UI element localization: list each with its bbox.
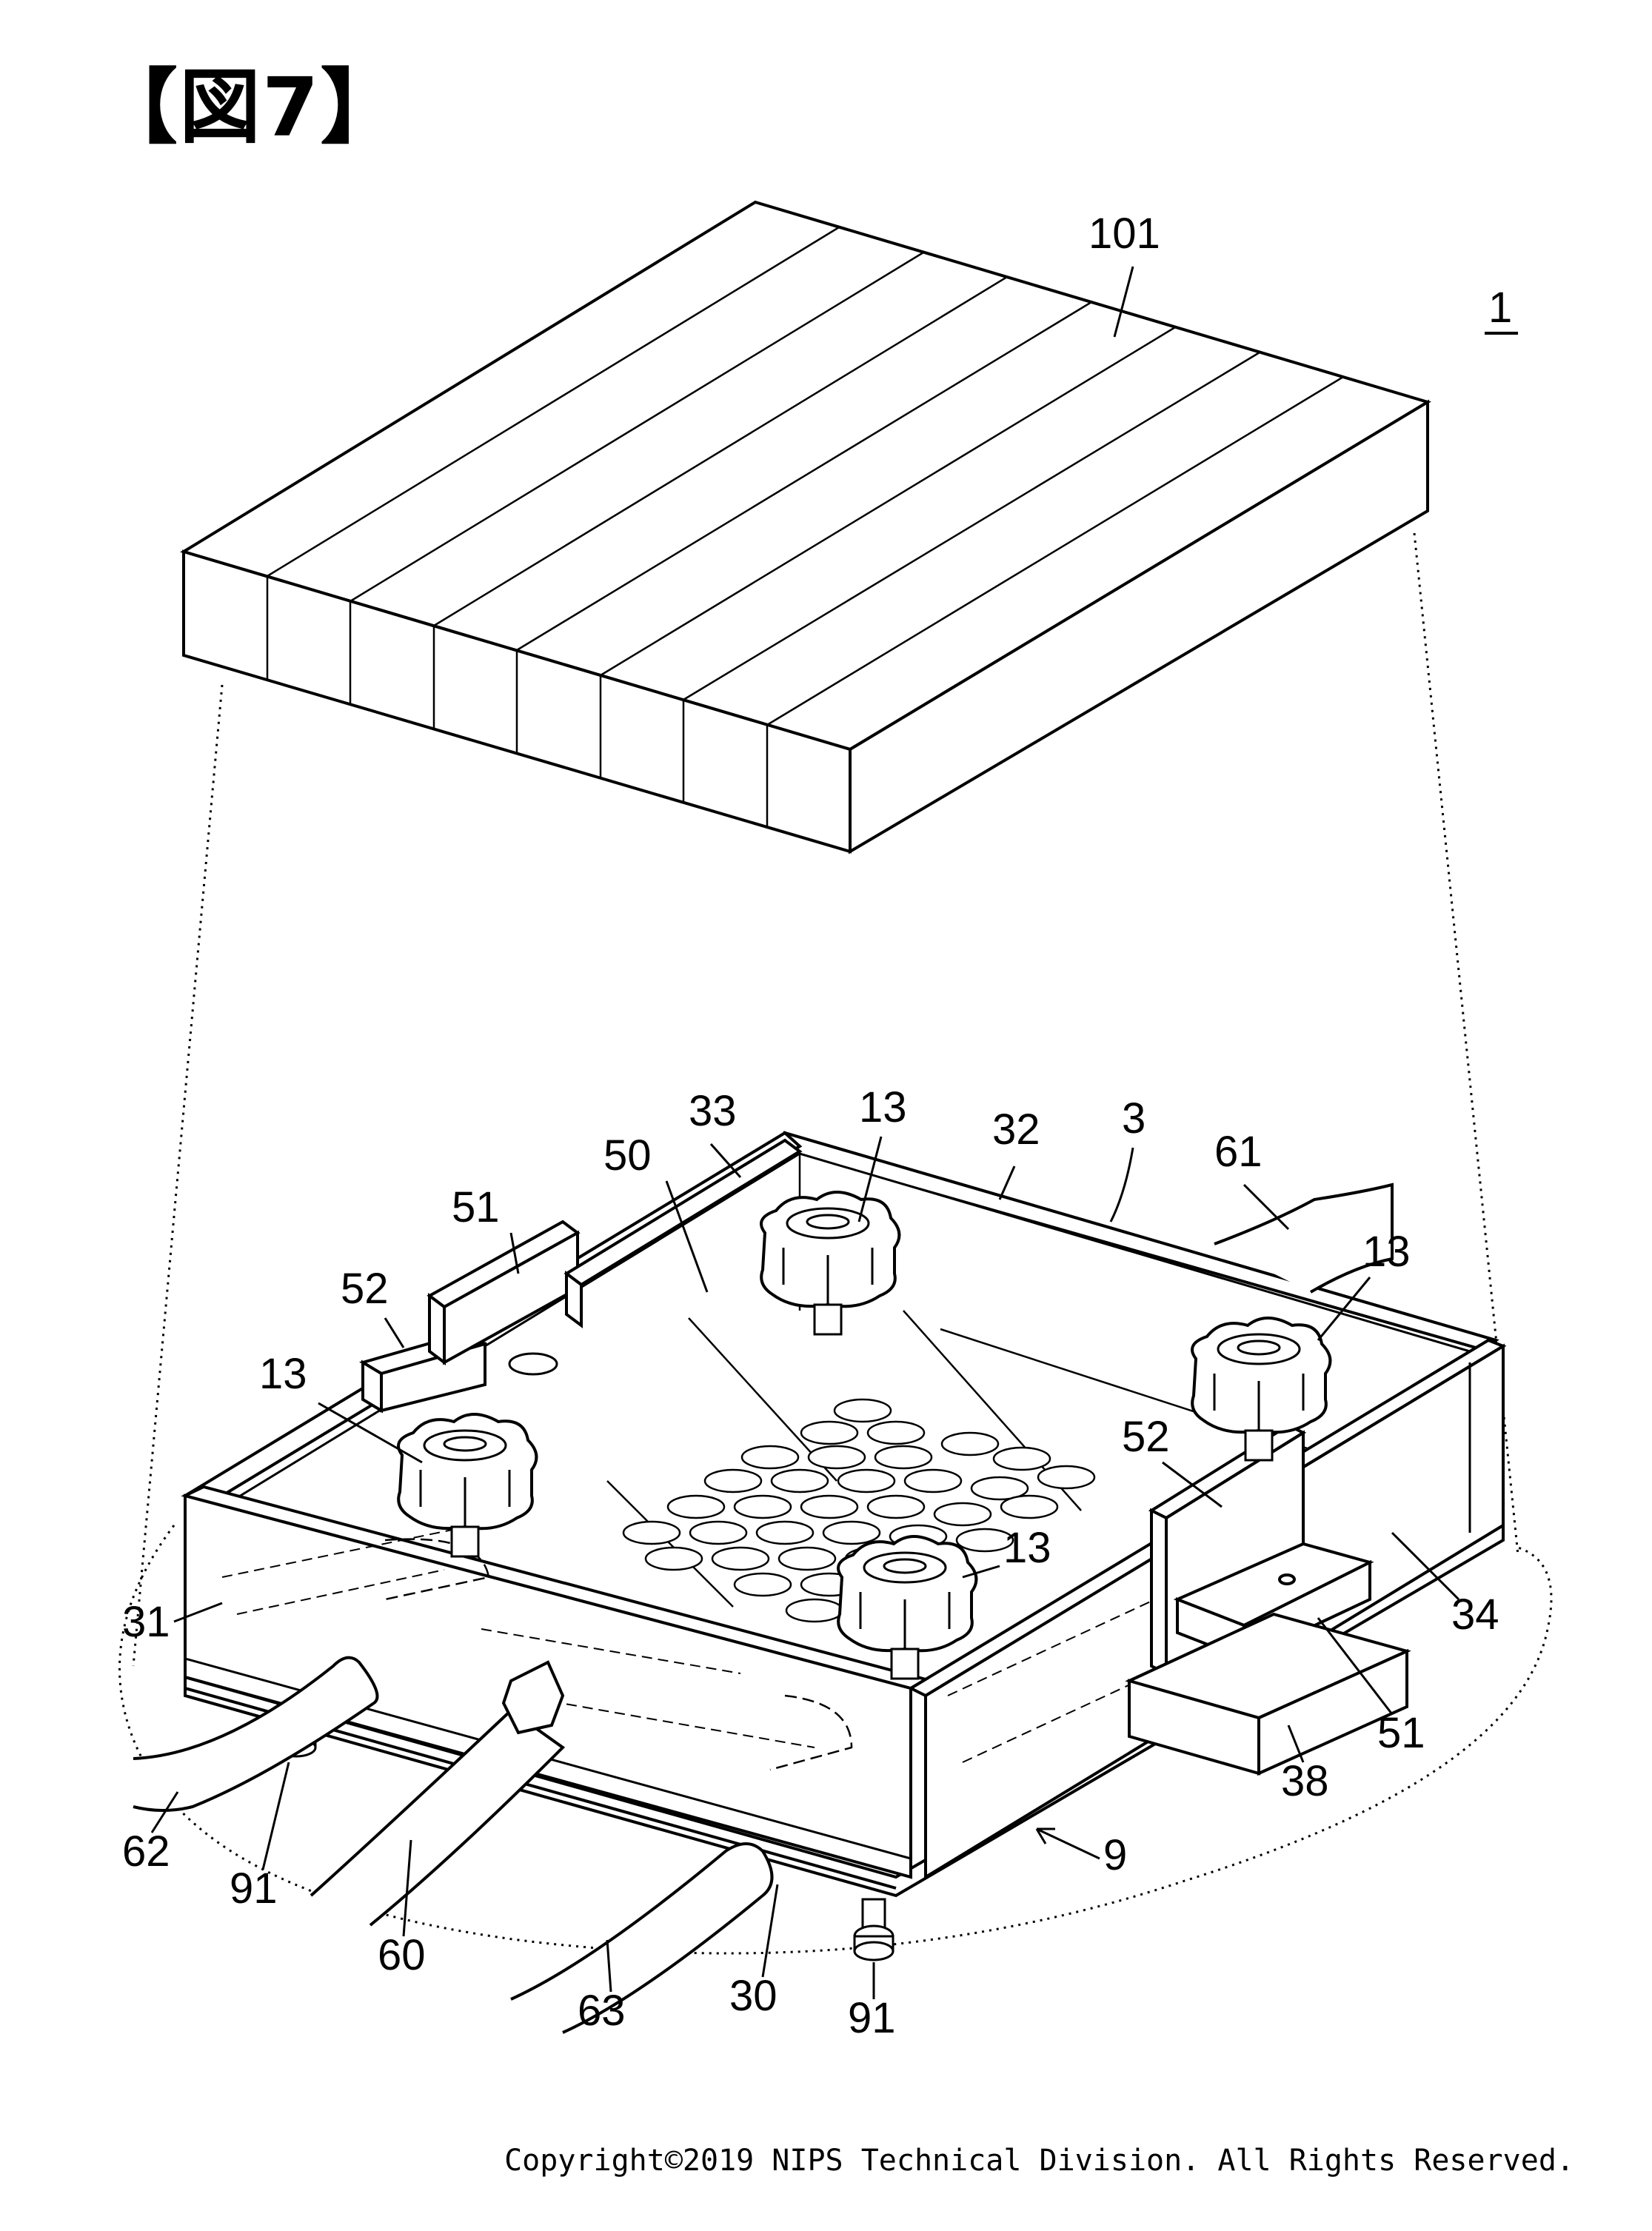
label-52-right: 52	[1122, 1413, 1170, 1461]
hoses	[133, 1183, 1394, 2034]
label-31: 31	[122, 1598, 170, 1646]
label-60: 60	[378, 1931, 426, 1979]
label-52-left: 52	[341, 1265, 389, 1313]
label-13-front: 13	[1003, 1524, 1051, 1572]
label-33: 33	[689, 1087, 737, 1135]
figure-title: 【図7】	[96, 60, 404, 155]
foot-right	[853, 1898, 894, 1961]
label-91-left: 91	[230, 1864, 278, 1913]
reference-labels: 101 1 33 13 32 3 61 50 51 13 52 13 52 13…	[122, 210, 1518, 2042]
label-13-top: 13	[859, 1083, 907, 1131]
guide-left	[359, 1138, 803, 1414]
label-101: 101	[1088, 210, 1160, 258]
label-30: 30	[729, 1972, 777, 2020]
label-13-right: 13	[1362, 1228, 1411, 1276]
copyright-notice: Copyright©2019 NIPS Technical Division. …	[504, 2144, 1574, 2178]
label-13-left: 13	[259, 1350, 307, 1398]
label-9: 9	[1103, 1831, 1127, 1879]
label-91-right: 91	[848, 1994, 896, 2042]
top-panel-101	[180, 200, 1431, 854]
label-50: 50	[603, 1131, 652, 1180]
label-3: 3	[1122, 1094, 1146, 1143]
label-63: 63	[578, 1987, 626, 2035]
label-32: 32	[992, 1106, 1040, 1154]
label-38: 38	[1281, 1757, 1329, 1805]
label-51-left: 51	[452, 1183, 500, 1231]
label-62: 62	[122, 1827, 170, 1876]
label-assembly: 1	[1488, 284, 1512, 332]
label-51-right: 51	[1377, 1709, 1425, 1757]
label-61: 61	[1214, 1128, 1263, 1176]
